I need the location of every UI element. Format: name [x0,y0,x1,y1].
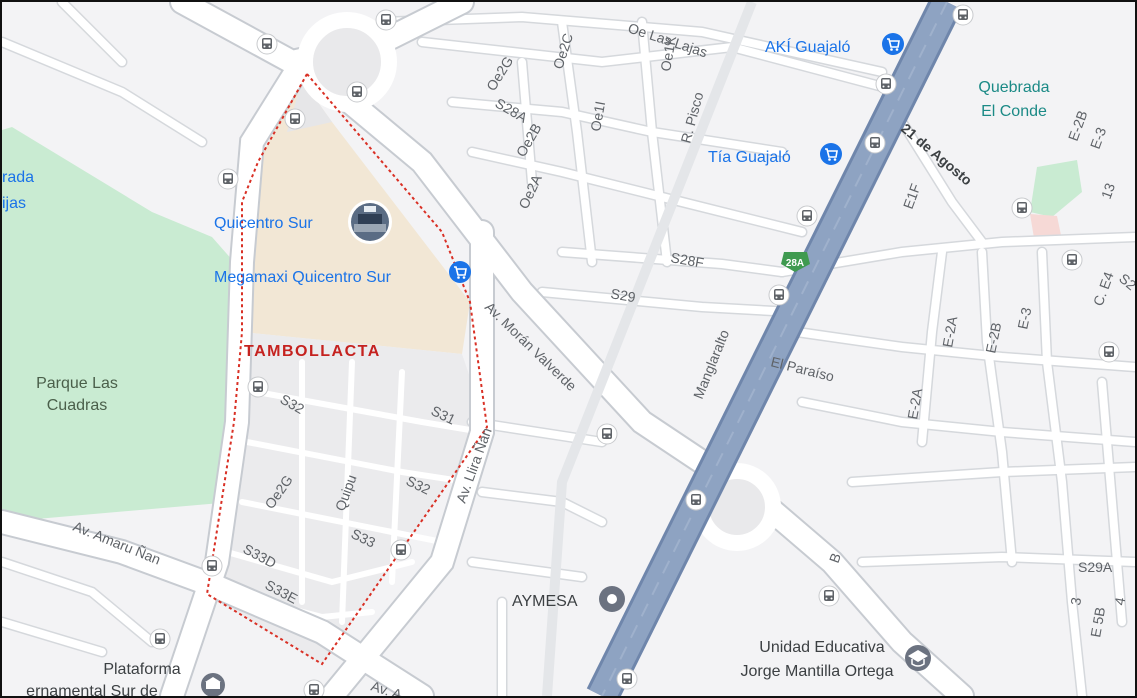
bus-stop-icon[interactable] [616,668,638,690]
place-label-aki[interactable]: AKÍ Guajaló [765,37,850,56]
bus-stop-icon[interactable] [390,539,412,561]
bus-stop-icon[interactable] [818,585,840,607]
bus-stop-icon[interactable] [768,284,790,306]
bus-stop-icon[interactable] [685,489,707,511]
bus-stop-icon[interactable] [256,33,278,55]
street-label-e3: E-3 [1014,306,1034,331]
rail-corridor [542,2,757,696]
place-label-plataforma-2: ernamental Sur de [26,683,158,696]
place-label-jorge[interactable]: Jorge Mantilla Ortega [741,663,894,680]
street-label-4: 4 [1111,596,1128,607]
area-label-tambollacta: TAMBOLLACTA [244,343,381,360]
place-label-quebrada: Quebrada [978,79,1049,96]
place-label-edge-2: ijas [2,195,26,212]
street-label-e2a-2: E-2A [904,386,925,420]
place-label-quicentro[interactable]: Quicentro Sur [214,215,313,232]
bus-stop-icon[interactable] [864,132,886,154]
street-label-s28f: S28F [669,249,705,271]
landmark-pin-icon[interactable] [599,586,625,612]
street-label-s29: S29 [609,285,637,305]
bus-stop-icon[interactable] [247,376,269,398]
bus-stop-icon[interactable] [875,73,897,95]
bus-stop-icon[interactable] [149,628,171,650]
street-label-oe1i: Oe1I [587,100,608,133]
bus-stop-icon[interactable] [796,205,818,227]
bus-stop-icon[interactable] [1061,249,1083,271]
bus-stop-icon[interactable] [284,108,306,130]
bus-stop-icon[interactable] [952,4,974,26]
school-icon[interactable] [905,645,931,671]
place-label-edge-1: rada [2,169,34,186]
shopping-cart-icon[interactable] [448,260,472,284]
street-label-13: 13 [1098,181,1118,201]
place-label-el-conde: El Conde [981,103,1047,120]
route-shield-label: 28A [786,258,804,269]
bus-stop-icon[interactable] [375,9,397,31]
highway-centerline [601,2,948,696]
place-label-unidad[interactable]: Unidad Educativa [759,639,885,656]
park-area-las-cuadras [2,127,234,522]
shopping-cart-icon[interactable] [819,142,843,166]
street-label-e5b: E 5B [1087,606,1108,639]
bus-stop-icon[interactable] [1011,197,1033,219]
bus-stop-icon[interactable] [303,679,325,696]
roundabout-north [297,12,397,112]
bus-stop-icon[interactable] [217,168,239,190]
street-label-s29a: S29A [1078,559,1113,575]
bus-stop-icon[interactable] [201,555,223,577]
bus-stop-icon[interactable] [596,423,618,445]
place-label-plataforma[interactable]: Plataforma [103,661,180,678]
place-label-aymesa[interactable]: AYMESA [512,593,578,610]
bus-stop-icon[interactable] [1098,341,1120,363]
street-label-e2a-1: E-2A [939,314,960,348]
place-label-cuadras: Cuadras [47,397,107,414]
street-label-e2b: E-2B [982,321,1004,355]
shopping-cart-icon[interactable] [881,32,905,56]
place-label-megamaxi[interactable]: Megamaxi Quicentro Sur [214,269,392,286]
place-label-parque: Parque Las [36,375,118,392]
bus-stop-icon[interactable] [346,81,368,103]
park-area-quebrada [1030,160,1082,217]
route-shield: 28A [781,252,810,272]
place-label-tia[interactable]: Tía Guajaló [708,149,791,166]
mall-photo-icon[interactable] [348,200,392,244]
government-icon[interactable] [201,673,225,696]
pink-block [1030,214,1062,240]
street-label-3: 3 [1067,596,1084,607]
street-label-oe1k: Oe1K [657,34,679,73]
street-label-e3-top: E-3 [1087,125,1110,151]
